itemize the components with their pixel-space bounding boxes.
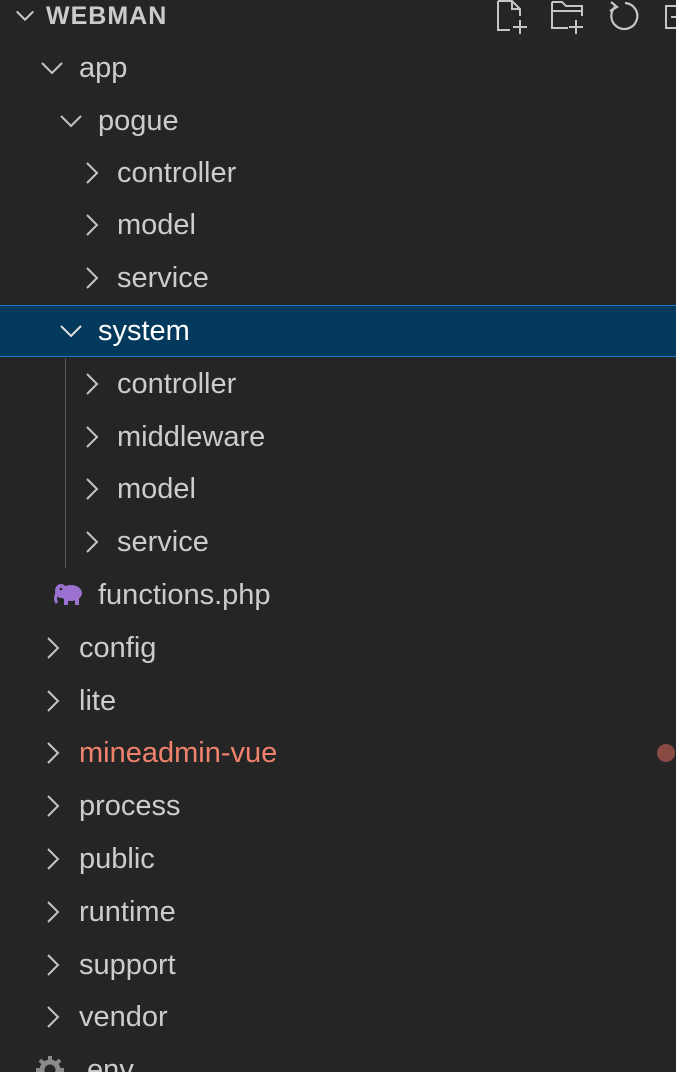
tree-folder-runtime[interactable]: runtime	[0, 886, 676, 938]
chevron-right-icon	[86, 426, 99, 448]
tree-file-functions-php[interactable]: functions.php	[0, 569, 676, 621]
tree-item-label: public	[79, 843, 155, 875]
tree-item-label: service	[117, 526, 209, 558]
tree-item-label: lite	[79, 685, 117, 717]
chevron-down-icon	[60, 115, 82, 128]
tree-folder-middleware[interactable]: middleware	[0, 411, 676, 463]
tree-item-label: support	[79, 949, 176, 981]
chevron-down-icon	[60, 325, 82, 338]
chevron-right-icon	[47, 690, 60, 712]
explorer-section-header[interactable]: WEBMAN	[0, 0, 676, 34]
tree-folder-model[interactable]: model	[0, 463, 676, 515]
chevron-right-icon	[47, 1006, 60, 1028]
chevron-right-icon	[47, 637, 60, 659]
tree-item-label: app	[79, 52, 128, 84]
chevron-down-icon[interactable]	[14, 5, 36, 27]
tree-item-label: runtime	[79, 896, 176, 928]
tree-item-label: system	[98, 315, 190, 347]
tree-folder-system[interactable]: system	[0, 305, 676, 357]
tree-item-label: controller	[117, 157, 237, 189]
tree-item-label: vendor	[79, 1001, 168, 1033]
tree-item-label: .env	[79, 1054, 134, 1072]
refresh-icon[interactable]	[606, 0, 646, 36]
chevron-right-icon	[86, 267, 99, 289]
tree-item-label: process	[79, 790, 181, 822]
tree-item-label: functions.php	[98, 579, 271, 611]
chevron-right-icon	[47, 848, 60, 870]
chevron-right-icon	[86, 162, 99, 184]
tree-folder-lite[interactable]: lite	[0, 675, 676, 727]
tree-folder-support[interactable]: support	[0, 939, 676, 991]
tree-folder-vendor[interactable]: vendor	[0, 991, 676, 1043]
tree-folder-service[interactable]: service	[0, 252, 676, 304]
chevron-right-icon	[86, 478, 99, 500]
tree-item-label: model	[117, 473, 196, 505]
tree-folder-process[interactable]: process	[0, 780, 676, 832]
tree-item-label: config	[79, 632, 157, 664]
new-folder-icon[interactable]	[548, 0, 588, 36]
modified-indicator-dot	[657, 744, 675, 762]
tree-item-label: model	[117, 209, 196, 241]
tree-folder-service[interactable]: service	[0, 516, 676, 568]
collapse-all-icon[interactable]	[660, 0, 676, 36]
chevron-right-icon	[86, 214, 99, 236]
tree-item-label: pogue	[98, 105, 179, 137]
tree-item-label: middleware	[117, 421, 266, 453]
chevron-right-icon	[47, 954, 60, 976]
tree-folder-pogue[interactable]: pogue	[0, 95, 676, 147]
chevron-right-icon	[86, 373, 99, 395]
chevron-right-icon	[86, 531, 99, 553]
tree-folder-config[interactable]: config	[0, 622, 676, 674]
explorer-title: WEBMAN	[46, 2, 168, 30]
indent-guide	[65, 358, 66, 568]
tree-file-env[interactable]: .env	[0, 1044, 676, 1072]
gear-icon	[36, 1056, 64, 1072]
tree-item-label: controller	[117, 368, 237, 400]
tree-item-label: mineadmin-vue	[79, 737, 278, 769]
chevron-right-icon	[47, 795, 60, 817]
php-elephant-icon	[54, 584, 82, 605]
chevron-down-icon	[41, 62, 63, 75]
chevron-right-icon	[47, 742, 60, 764]
tree-folder-public[interactable]: public	[0, 833, 676, 885]
tree-folder-controller[interactable]: controller	[0, 147, 676, 199]
tree-folder-model[interactable]: model	[0, 199, 676, 251]
new-file-icon[interactable]	[492, 0, 532, 36]
tree-item-label: service	[117, 262, 209, 294]
tree-folder-mineadmin-vue[interactable]: mineadmin-vue	[0, 727, 676, 779]
tree-folder-app[interactable]: app	[0, 42, 676, 94]
chevron-right-icon	[47, 901, 60, 923]
tree-folder-controller[interactable]: controller	[0, 358, 676, 410]
